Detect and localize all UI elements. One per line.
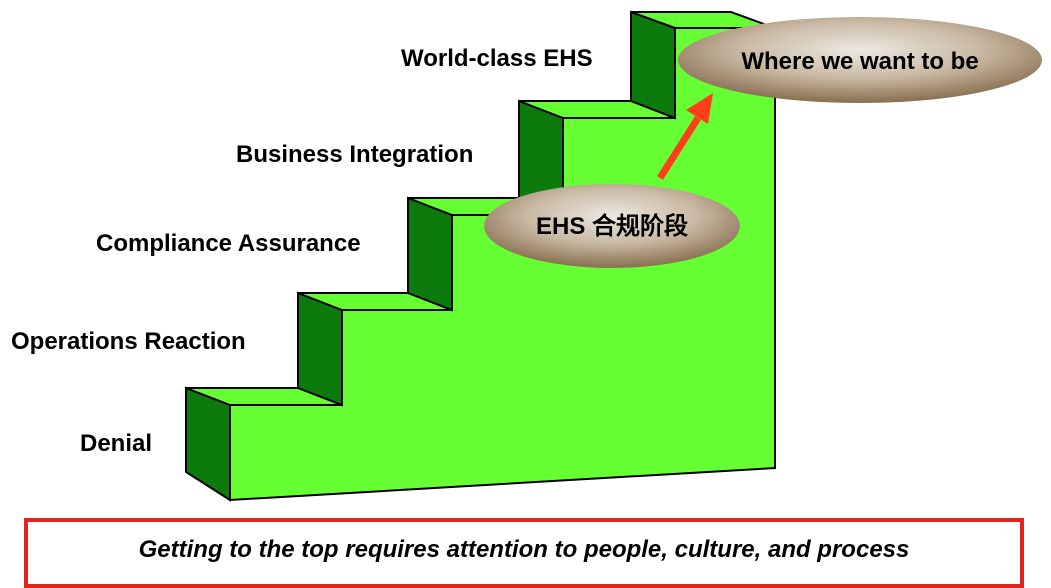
- step-label-business-integration: Business Integration: [236, 141, 474, 168]
- progress-arrow: [657, 93, 713, 180]
- current-stage-oval: EHS 合规阶段: [484, 184, 740, 268]
- caption-box: Getting to the top requires attention to…: [24, 518, 1024, 588]
- step-5-riser: [630, 10, 676, 120]
- step-label-operations-reaction: Operations Reaction: [11, 328, 246, 355]
- step-1-riser: [185, 386, 231, 502]
- target-label: Where we want to be: [741, 48, 978, 75]
- target-oval: Where we want to be: [678, 17, 1042, 103]
- caption-text: Getting to the top requires attention to…: [138, 536, 910, 563]
- staircase-graphic: EHS 合规阶段 Where we want to be: [185, 10, 1042, 502]
- step-2-riser: [297, 291, 343, 407]
- step-label-compliance-assurance: Compliance Assurance: [96, 230, 361, 257]
- step-3-riser: [407, 196, 453, 312]
- staircase-diagram: EHS 合规阶段 Where we want to be Denial Oper…: [11, 10, 1042, 588]
- staircase-front-face: [229, 27, 776, 502]
- step-label-denial: Denial: [80, 430, 153, 457]
- step-label-world-class-ehs: World-class EHS: [401, 45, 593, 72]
- current-stage-label: EHS 合规阶段: [536, 212, 688, 240]
